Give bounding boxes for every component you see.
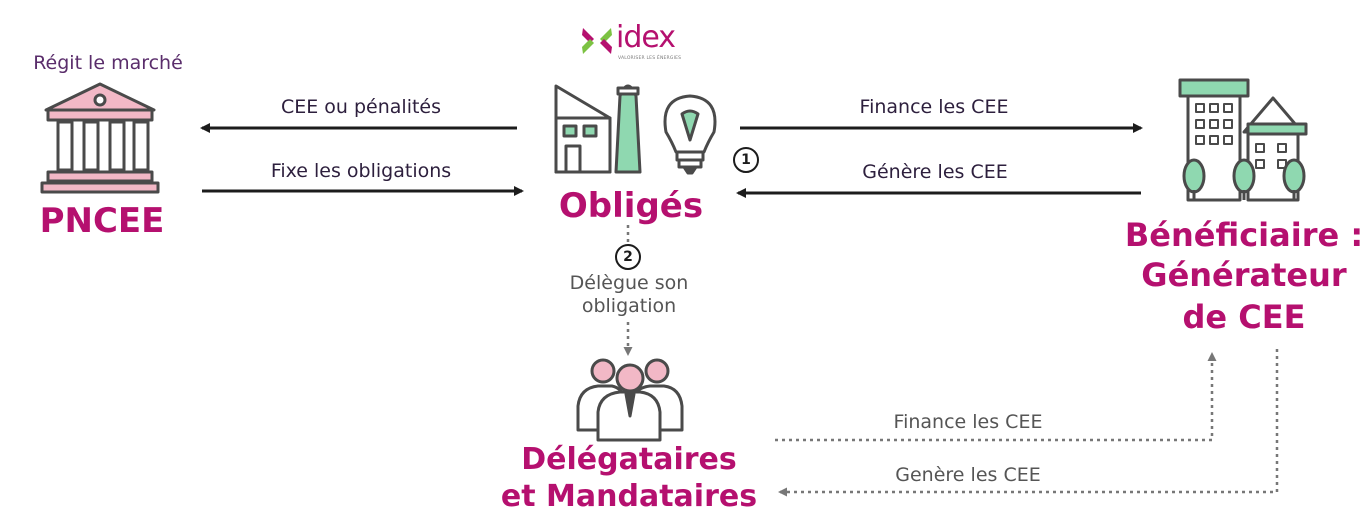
step-1-badge: 1 [733, 147, 759, 173]
step-2-badge: 2 [615, 244, 641, 270]
arrow-genere-bottom [778, 349, 1279, 497]
label-genere-top: Génère les CEE [862, 161, 1008, 183]
delegataires-title-line1: Délégataires [521, 442, 737, 477]
label-genere-bottom: Genère les CEE [895, 464, 1041, 486]
label-cee-penalites: CEE ou pénalités [280, 96, 442, 118]
pncee-title: PNCEE [39, 201, 165, 241]
beneficiaire-title-line3: de CEE [1182, 298, 1306, 336]
label-finance-bottom: Finance les CEE [893, 411, 1043, 433]
label-fixe-obligations: Fixe les obligations [270, 160, 452, 182]
label-finance-top: Finance les CEE [859, 96, 1009, 118]
idex-logo: idex VALORISER LES ÉNERGIES [580, 20, 690, 70]
arrow-finance-bottom [775, 352, 1217, 442]
label-delegue-line1: Délègue son [569, 272, 689, 294]
pncee-caption: Régit le marché [33, 52, 183, 74]
bank-icon [40, 82, 160, 194]
beneficiaire-title-line1: Bénéficiaire : [1124, 216, 1364, 254]
buildings-icon [1178, 78, 1308, 202]
people-icon [576, 358, 684, 442]
label-delegue-line2: obligation [581, 295, 677, 317]
obliges-title: Obligés [558, 186, 704, 226]
beneficiaire-title-line2: Générateur [1141, 256, 1347, 294]
factory-icon [554, 84, 642, 174]
logo-tagline: VALORISER LES ÉNERGIES [618, 56, 682, 61]
logo-word: idex [616, 20, 676, 55]
idex-mark-icon [582, 28, 612, 54]
delegataires-title-line2: et Mandataires [500, 479, 758, 514]
lightbulb-icon [663, 94, 717, 175]
